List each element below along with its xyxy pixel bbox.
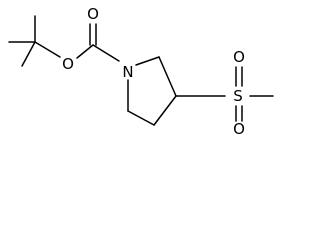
bond-ether-o-to-carbonyl-c — [76, 44, 94, 59]
atom-labels: O O N S O O — [62, 5, 245, 138]
bonds — [8, 15, 274, 126]
bond-tbu-to-ether-o — [34, 41, 61, 58]
sulfonyl-oxygen-top-label: O — [233, 48, 245, 66]
bond-ring-c2-to-c3 — [158, 56, 177, 97]
ring-nitrogen-label: N — [122, 63, 133, 81]
sulfonyl-oxygen-bottom-label: O — [233, 120, 245, 138]
structure-diagram: O O N S O O — [8, 5, 274, 138]
bond-ring-n-to-c2 — [135, 56, 160, 66]
carbonyl-oxygen-label: O — [87, 5, 99, 23]
sulfur-label: S — [233, 87, 243, 105]
bond-ring-c4-to-c5 — [127, 110, 155, 126]
bond-ring-c3-to-c4 — [153, 95, 177, 126]
bond-carbonyl-c-to-n — [92, 44, 120, 62]
bond-tbu-methyl-bottom — [21, 41, 36, 67]
ester-oxygen-label: O — [62, 55, 74, 73]
